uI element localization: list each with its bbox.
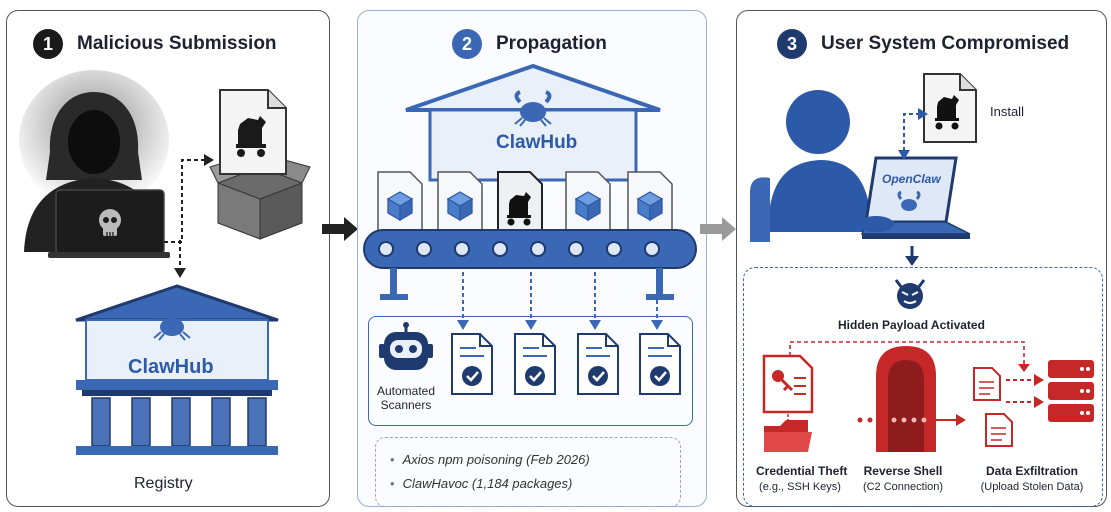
stage-credential-theft: Credential Theft (e.g., SSH Keys)	[756, 464, 848, 493]
package-cube-icon	[377, 171, 423, 233]
flow-arrow	[700, 217, 736, 241]
stage-data-exfiltration: Data Exfiltration (Upload Stolen Data)	[980, 464, 1084, 493]
panel-title-text: User System Compromised	[821, 33, 1070, 55]
panel-title: 3 User System Compromised	[777, 29, 1069, 59]
devil-icon	[894, 279, 926, 309]
payload-box	[743, 267, 1103, 507]
trojan-horse-icon	[236, 116, 266, 157]
stage-reverse-shell: Reverse Shell (C2 Connection)	[862, 464, 944, 493]
crab-icon	[153, 308, 191, 341]
panel-title: 1 Malicious Submission	[33, 29, 277, 59]
clawhub-building-icon	[405, 63, 661, 182]
trojan-horse-file-icon	[219, 89, 287, 175]
attack-chain	[762, 341, 1094, 452]
document-icon	[985, 413, 1013, 447]
install-label: Install	[990, 104, 1024, 119]
crab-icon	[897, 190, 921, 211]
conveyor-belt-icon	[363, 229, 697, 300]
key-icon	[762, 354, 814, 414]
openclaw-label: OpenClaw	[882, 172, 941, 186]
checkmark-icon	[451, 333, 493, 395]
hand-icon	[858, 216, 894, 232]
trojan-horse-file-icon	[923, 73, 977, 143]
checkmark-icon	[514, 333, 556, 395]
checkmark-icon	[577, 333, 619, 395]
registry-label: Registry	[134, 475, 193, 492]
panel-title: 2 Propagation	[452, 29, 607, 59]
package-row	[377, 171, 673, 233]
step-number: 1	[33, 29, 63, 59]
skull-icon	[99, 209, 121, 236]
payload-label: Hidden Payload Activated	[838, 318, 985, 332]
package-cube-icon	[627, 171, 673, 233]
example-item: •Axios npm poisoning (Feb 2026)	[390, 452, 590, 467]
scan-arrows	[457, 272, 663, 330]
example-item: •ClawHavoc (1,184 packages)	[390, 476, 573, 491]
user-silhouette-icon	[750, 90, 872, 242]
robot-icon	[379, 322, 433, 370]
checked-documents	[451, 333, 681, 395]
package-cube-icon	[565, 171, 611, 233]
tunnel-icon	[876, 346, 936, 452]
down-arrow	[174, 240, 186, 278]
trojan-package-icon	[497, 171, 543, 233]
package-cube-icon	[437, 171, 483, 233]
panel-title-text: Propagation	[496, 33, 607, 55]
folder-icon	[764, 420, 812, 452]
step-number: 3	[777, 29, 807, 59]
scanner-box	[368, 316, 693, 426]
down-arrow	[905, 246, 919, 266]
panel-title-text: Malicious Submission	[77, 33, 277, 55]
examples-box: •Axios npm poisoning (Feb 2026) •ClawHav…	[375, 437, 681, 507]
step-number: 2	[452, 29, 482, 59]
trojan-horse-icon	[935, 95, 959, 130]
crab-icon	[514, 90, 552, 127]
install-arrow	[898, 108, 928, 160]
registry-building-icon	[75, 284, 279, 455]
scanner-label: Automated Scanners	[376, 384, 436, 412]
flow-arrow	[322, 217, 358, 241]
laptop-icon	[860, 156, 971, 239]
checkmark-icon	[639, 333, 681, 395]
server-icon	[1048, 360, 1094, 422]
connector-arrow	[164, 154, 214, 243]
clawhub-label: ClawHub	[128, 356, 214, 378]
document-icon	[973, 367, 1001, 401]
clawhub-label: ClawHub	[496, 132, 578, 153]
